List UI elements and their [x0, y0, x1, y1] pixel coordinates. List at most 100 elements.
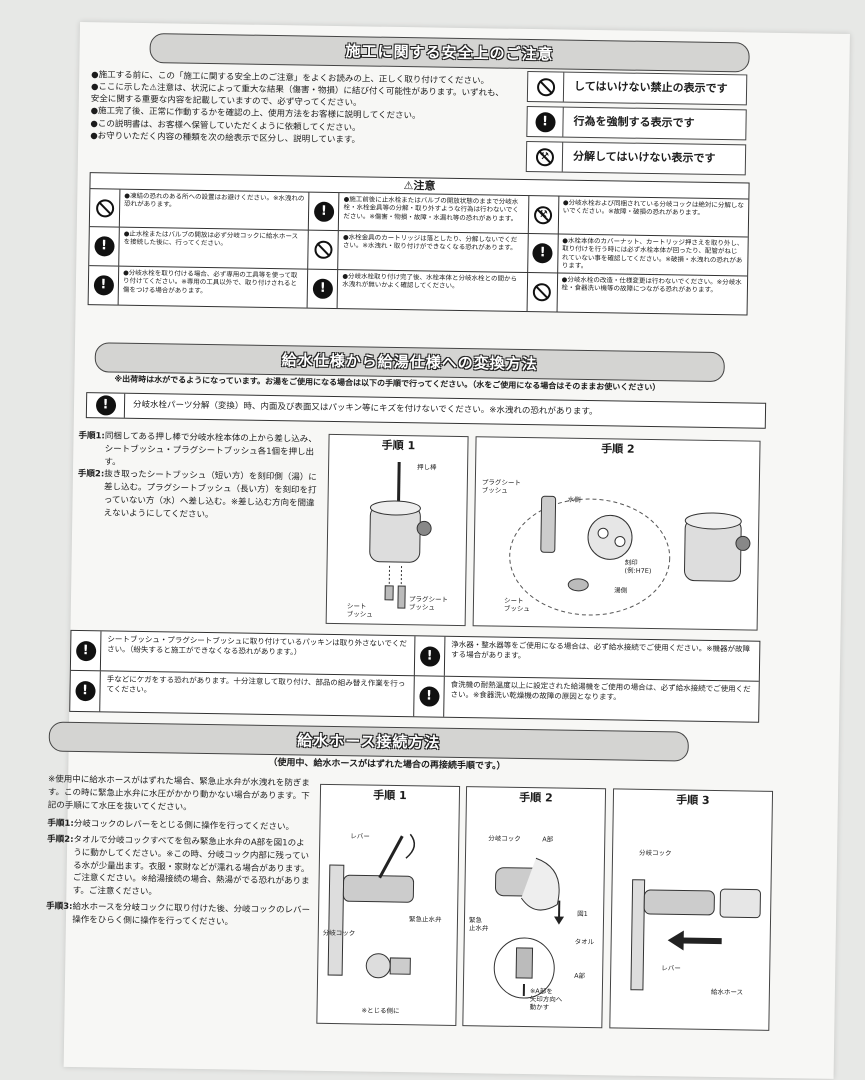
must-icon: ! [93, 236, 115, 257]
warning-text: 浄水器・整水器等をご使用になる場合は、必ず給水接続でご使用ください。※機器が故障… [451, 639, 751, 660]
caution-cell: ●水栓金具のカートリッジは落としたり、分解しないでください。※水洩れ・取り付けが… [308, 230, 529, 273]
legend-prohibit-text: してはいけない禁止の表示です [573, 79, 728, 96]
water-side-label: 水側 [567, 495, 581, 504]
hose-steps: ※使用中に給水ホースがはずれた場合、緊急止水弁が水洩れを防ぎます。この時に緊急止… [46, 774, 313, 930]
caution-cell: ●分岐水栓の改造・仕様変更は行わないでください。※分岐水栓・食器洗い機等の故障に… [527, 272, 747, 314]
conversion-figure-1: 手順 1 押し棒 シート ブッシュ プラグシート ブッシュ [325, 433, 469, 627]
caution-cell: ! ●分岐水栓取り付け完了後、水栓本体と分岐水栓との間から水洩れが無いかよく確認し… [307, 269, 528, 311]
warning-text: 食洗機の耐熱温度以上に設定された給湯機をご使用の場合は、必ず給水接続でご使用くだ… [450, 679, 751, 702]
conversion-warnings: ! シートブッシュ・プラグシートブッシュに取り付けているパッキンは取り外さないでく… [69, 629, 761, 723]
step-row: 手順1:分岐コックのレバーをとじる側に操作を行ってください。 [47, 818, 312, 835]
step-text: タオルで分岐コックすべてを包み緊急止水弁のA部を図1のように動かしてください。※… [72, 834, 310, 898]
safety-bullets: ●施工する前に、この「施工に関する安全上のご注意」をよくお読みの上、正しく取り付… [90, 70, 511, 150]
part-a-label-2: A部 [574, 971, 586, 981]
prohibit-icon [314, 240, 333, 259]
caution-text: ●施工前後に止水栓またはバルブの開放状態のままで分岐水栓・水栓金具等の分解・取り… [343, 195, 519, 223]
must-icon: ! [313, 201, 335, 222]
cock-label: 分岐コック [488, 834, 521, 843]
legend-prohibit: してはいけない禁止の表示です [526, 70, 748, 106]
plug-seat-bush-label: プラグシート ブッシュ [408, 595, 449, 612]
step-label: 手順2: [77, 469, 105, 480]
warning-text: 手などにケガをする恐れがあります。十分注意して取り付け、部品の組み替え作業を行っ… [106, 674, 406, 694]
hose-intro: ※使用中に給水ホースがはずれた場合、緊急止水弁が水洩れを防ぎます。この時に緊急止… [47, 774, 310, 813]
figure-title: 手順 2 [519, 790, 553, 805]
warning-text: シートブッシュ・プラグシートブッシュに取り付けているパッキンは取り外さないでくだ… [107, 634, 407, 657]
warning-cell: ! シートブッシュ・プラグシートブッシュに取り付けているパッキンは取り外さないでく… [70, 630, 416, 677]
hose-connect-diagram [630, 879, 761, 991]
step-text: 分岐コックのレバーをとじる側に操作を行ってください。 [73, 819, 295, 833]
hot-side-label: 湯側 [614, 586, 628, 595]
conversion-warning: ! 分岐水栓パーツ分解（変換）時、内面及び表面又はパッキン等にキズを付けないでく… [85, 392, 767, 429]
step-label: 手順3: [46, 901, 73, 912]
must-icon: ! [534, 111, 556, 132]
part-a-label: A部 [542, 835, 554, 844]
step-label: 手順1: [78, 430, 105, 442]
must-icon: ! [95, 395, 116, 416]
figure-title: 手順 1 [373, 788, 407, 803]
faucet-diagram [369, 461, 432, 609]
step-label: 手順1: [47, 818, 74, 830]
close-note: ※とじる側に [361, 1006, 400, 1016]
warning-cell: ! 浄水器・整水器等をご使用になる場合は、必ず給水接続でご使用ください。※機器が故… [414, 636, 760, 682]
bush-insert-diagram [509, 495, 751, 616]
must-icon: ! [418, 686, 440, 707]
conversion-figure-2: 手順 2 プラグシート ブッシュ 水側 刻印 (例:H7E) 湯側 シート ブッ… [472, 436, 761, 631]
conversion-warning-text: 分岐水栓パーツ分解（変換）時、内面及び表面又はパッキン等にキズを付けないでくださ… [132, 400, 598, 418]
prohibit-icon [532, 282, 552, 302]
caution-cell: ●凍結の恐れのある所への設置はお避けください。※水洩れの恐れがあります。 [89, 189, 310, 231]
cock-label: 分岐コック [322, 928, 356, 938]
stamp-label: 刻印 (例:H7E) [624, 558, 652, 575]
must-icon: ! [532, 242, 553, 264]
caution-text: ●水栓本体のカバーナット、カートリッジ押さえを取り外し、取り付けを行う時には必ず… [561, 236, 744, 271]
caution-text: ●水栓金具のカートリッジは落としたり、分解しないでください。※水洩れ・取り付けが… [342, 233, 518, 253]
step-row: 手順2:タオルで分岐コックすべてを包み緊急止水弁のA部を図1のように動かしてくだ… [46, 834, 312, 902]
step-row: 手順3:給水ホースを分岐コックに取り付けた後、分岐コックのレバー操作をひらく側に… [46, 900, 311, 930]
step-row: 手順2:抜き取ったシートブッシュ（短い方）を刻印側（湯）に差し込む。プラグシート… [77, 468, 323, 523]
caution-text: ●分岐水栓および同梱されている分岐コックは絶対に分解しないでください。※故障・破… [562, 198, 744, 218]
caution-text: ●分岐水栓の改造・仕様変更は行わないでください。※分岐水栓・食器洗い機等の故障に… [561, 275, 742, 295]
warning-cell: ! 手などにケガをする恐れがあります。十分注意して取り付け、部品の組み替え作業を行… [70, 670, 415, 717]
step-text: 抜き取ったシートブッシュ（短い方）を刻印側（湯）に差し込む。プラグシートブッシュ… [103, 469, 317, 520]
move-note: ※A部を 矢印方向へ 動かす [529, 987, 563, 1012]
caution-cell: ⚒ ●分岐水栓および同梱されている分岐コックは絶対に分解しないでください。※故障・… [528, 196, 749, 238]
hose-subtitle: （使用中、給水ホースがはずれた場合の再接続手順です。） [268, 758, 506, 772]
caution-text: ●止水栓またはバルブの開放は必ず分岐コックに給水ホースを接続した後に、行ってくだ… [123, 229, 299, 248]
caution-text: ●凍結の恐れのある所への設置はお避けください。※水洩れの恐れがあります。 [124, 191, 305, 209]
caution-cell: !●分岐水栓を取り付ける場合、必ず専用の工具等を使って取り付けてください。※専用… [88, 265, 309, 308]
caution-cell: ! ●水栓本体のカバーナット、カートリッジ押さえを取り外し、取り付けを行う時には必… [527, 234, 748, 277]
legend-no-disassemble-text: 分解してはいけない表示です [572, 149, 716, 166]
caution-cell: ! ●施工前後に止水栓またはバルブの開放状態のままで分岐水栓・水栓金具等の分解・取… [309, 192, 530, 235]
legend-must-text: 行為を強制する表示です [573, 114, 695, 130]
must-icon: ! [74, 680, 96, 702]
caution-text: ●分岐水栓取り付け完了後、水栓本体と分岐水栓との間から水洩れが無いかよく確認して… [342, 271, 518, 291]
caution-cell: ! ●止水栓またはバルブの開放は必ず分岐コックに給水ホースを接続した後に、行ってく… [89, 227, 310, 270]
push-rod-label: 押し棒 [417, 463, 437, 472]
figure-1-label: 図1 [577, 909, 588, 919]
hose-figure-3: 手順 3 分岐コック レバー 給水ホース [609, 788, 774, 1031]
cock-label: 分岐コック [639, 848, 672, 858]
lever-label: レバー [661, 964, 681, 973]
step-text: 給水ホースを分岐コックに取り付けた後、分岐コックのレバー操作をひらく側に操作を行… [72, 901, 311, 927]
towel-label: タオル [574, 937, 595, 947]
figure-title: 手順 3 [676, 793, 710, 807]
step-label: 手順2: [47, 834, 74, 845]
must-icon: ! [312, 278, 333, 299]
must-icon: ! [419, 645, 440, 667]
step-row: 手順1:同梱してある押し棒で分岐水栓本体の上から差し込み、シートブッシュ・プラグ… [78, 430, 324, 472]
seat-bush-label: シート ブッシュ [346, 602, 373, 619]
hose-figure-2: 手順 2 分岐コック A部 図1 タオル 緊急 止水弁 A部 ※A部を 矢印方向… [462, 786, 607, 1029]
legend-must: ! 行為を強制する表示です [526, 105, 747, 141]
caution-table: ⚠注意 ●凍結の恐れのある所への設置はお避けください。※水洩れの恐れがあります。… [87, 172, 750, 316]
lever-label: レバー [350, 832, 370, 841]
figure-title: 手順 1 [381, 438, 416, 453]
warning-cell: ! 食洗機の耐熱温度以上に設定された給湯機をご使用の場合は、必ず給水接続でご使用く… [414, 676, 759, 721]
conversion-steps: 手順1:同梱してある押し棒で分岐水栓本体の上から差し込み、シートブッシュ・プラグ… [77, 430, 323, 523]
symbol-legend: してはいけない禁止の表示です ! 行為を強制する表示です ⚒ 分解してはいけない… [525, 70, 748, 176]
emergency-valve-label: 緊急 止水弁 [468, 916, 489, 933]
hose-figure-1: 手順 1 レバー 緊急止水弁 分岐コック ※とじる側に [316, 783, 461, 1026]
legend-no-disassemble: ⚒ 分解してはいけない表示です [525, 140, 747, 176]
instruction-sheet: 施工に関する安全上のご注意 ●施工する前に、この「施工に関する安全上のご注意」を… [46, 21, 850, 1079]
no-disassemble-icon: ⚒ [534, 205, 553, 224]
step-text: 同梱してある押し棒で分岐水栓本体の上から差し込み、シートブッシュ・プラグシートブ… [104, 431, 317, 468]
must-icon: ! [75, 640, 96, 661]
